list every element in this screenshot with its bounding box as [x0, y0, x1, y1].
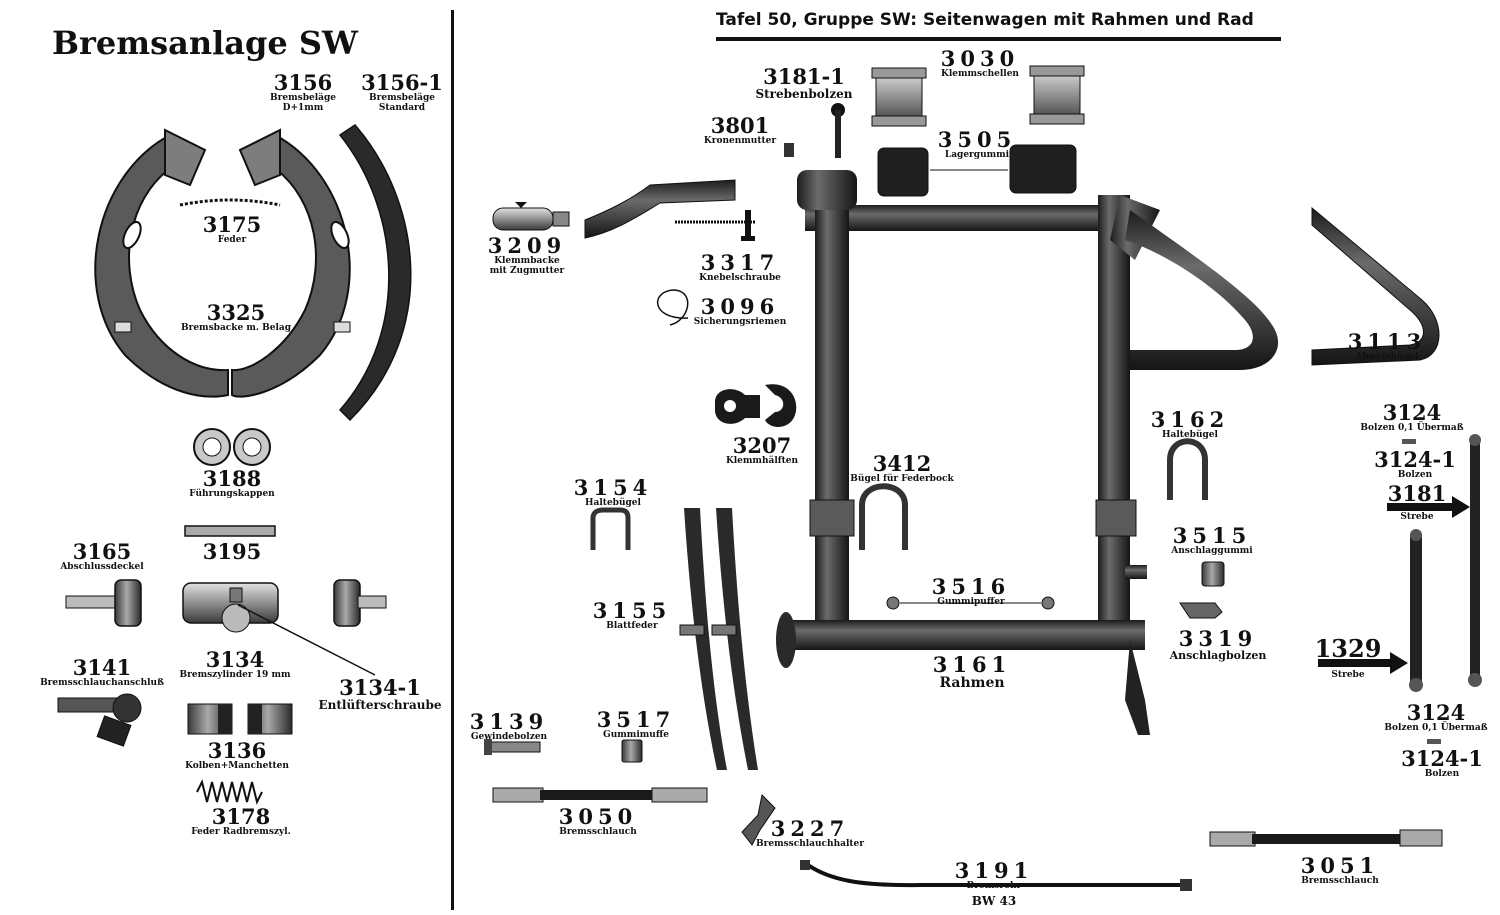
label-3136: 3136 Kolben+Manchetten — [185, 738, 289, 771]
clamp-shells — [871, 65, 1085, 127]
label-3124-1-a: 3124-1 Bolzen — [1374, 447, 1456, 480]
label-3516: 3516 Gummipuffer — [931, 574, 1011, 607]
wheel-cylinder — [182, 582, 279, 633]
left-title: Bremsanlage SW — [52, 24, 358, 62]
label-3207: 3207 Klemmhälften — [725, 433, 799, 466]
label-3317: 3317 Knebelschraube — [699, 250, 781, 283]
label-3181: 3181 Strebe — [1387, 481, 1447, 522]
label-3124-1-b: 3124-1 Bolzen — [1401, 746, 1483, 779]
label-3505: 3505 Lagergummi — [937, 127, 1017, 160]
pipe-end-left — [800, 860, 810, 870]
label-3113: 3113 Abweisbügel — [1347, 329, 1427, 362]
section-divider — [451, 10, 454, 910]
rubber-buffers — [886, 596, 1055, 610]
deflector-hoop — [1311, 206, 1440, 366]
bolt-small-b — [1427, 739, 1441, 744]
label-3161: 3161 Rahmen — [932, 652, 1012, 691]
leader-3134-1 — [237, 604, 376, 676]
label-3195: 3195 — [202, 539, 262, 564]
right-title: Tafel 50, Gruppe SW: Seitenwagen mit Rah… — [716, 10, 1254, 30]
leaf-springs — [679, 508, 758, 770]
title-rule — [716, 37, 1281, 41]
end-cap-right — [333, 579, 387, 627]
label-3134-1: 3134-1 Entlüfterschraube — [318, 675, 442, 712]
brake-hose-3051 — [1209, 829, 1443, 847]
label-3325: 3325 Bremsbacke m. Belag — [180, 300, 292, 333]
brake-lining — [338, 124, 412, 422]
label-3156: 3156 Bremsbeläge D+1mm — [270, 70, 336, 113]
label-3124-a: 3124 Bolzen 0,1 Übermaß — [1360, 400, 1464, 433]
rubber-sleeve — [621, 739, 643, 763]
sidecar-frame — [776, 170, 1279, 735]
pistons — [187, 703, 293, 735]
arrow-1329 — [1318, 652, 1408, 674]
label-3156-1: 3156-1 Bremsbeläge Standard — [361, 70, 443, 113]
cylinder-spring — [196, 779, 263, 805]
label-3050: 3050 Bremsschlauch — [558, 804, 638, 837]
toggle-bolt — [675, 210, 755, 241]
strut-1329 — [1409, 529, 1423, 692]
stop-bolt — [1179, 602, 1223, 619]
label-3165: 3165 Abschlussdeckel — [60, 539, 144, 572]
strut-bolt — [831, 103, 845, 158]
arrow-3181 — [1387, 496, 1470, 518]
label-3227: 3227 Bremsschlauchhalter — [756, 816, 864, 849]
label-3515: 3515 Anschlaggummi — [1171, 523, 1253, 556]
label-1329: 1329 Strebe — [1314, 634, 1382, 680]
label-3155: 3155 Blattfeder — [592, 598, 672, 631]
bump-rubber — [1201, 561, 1225, 587]
label-3188: 3188 Führungskappen — [189, 466, 275, 499]
label-3096: 3096 Sicherungsriemen — [693, 294, 787, 327]
brake-pipe — [806, 863, 1185, 888]
label-3209: 3209 Klemmbacke mit Zugmutter — [487, 233, 567, 276]
label-3181-1: 3181-1 Strebenbolzen — [755, 64, 853, 101]
label-3517: 3517 Gummimuffe — [596, 707, 676, 740]
bent-tube — [584, 179, 736, 239]
label-3175: 3175 Feder — [202, 212, 262, 245]
hose-fitting — [57, 693, 142, 747]
spring-bracket — [859, 483, 908, 550]
holding-bracket — [1167, 438, 1208, 500]
bearing-rubbers — [877, 144, 1077, 197]
label-3191: 3191 Bremsrohr BW 43 — [954, 858, 1034, 908]
label-3134: 3134 Bremszylinder 19 mm — [179, 647, 291, 680]
clamp-jaw — [492, 202, 570, 231]
label-3124-b: 3124 Bolzen 0,1 Übermaß — [1384, 700, 1488, 733]
return-spring — [179, 198, 281, 207]
bolt-small-a — [1402, 439, 1416, 444]
safety-strap — [657, 289, 689, 326]
label-3141: 3141 Bremsschlauchanschluß — [40, 655, 164, 688]
label-3162: 3162 Haltebügel — [1150, 407, 1230, 440]
label-3412: 3412 Bügel für Federbock — [850, 451, 954, 484]
strut-3181 — [1468, 434, 1482, 687]
label-3139: 3139 Gewindebolzen — [469, 709, 549, 742]
leaf-bracket — [590, 507, 631, 550]
brake-hose-3050 — [492, 787, 708, 803]
brake-shoe-left — [94, 128, 229, 398]
bleeder-plate — [184, 525, 276, 537]
threaded-bolt — [484, 739, 541, 755]
guide-caps — [193, 428, 271, 466]
pipe-end-right — [1180, 879, 1192, 891]
label-3319: 3319 Anschlagbolzen — [1169, 626, 1267, 662]
crown-nut — [784, 143, 794, 157]
label-3051: 3051 Bremsschlauch — [1300, 853, 1380, 886]
end-cap-left — [65, 579, 142, 627]
hose-holder — [741, 793, 776, 846]
brake-shoe-right — [231, 128, 351, 398]
clamp-halves — [715, 384, 797, 427]
label-3801: 3801 Kronenmutter — [703, 113, 777, 146]
label-3178: 3178 Feder Radbremszyl. — [191, 804, 291, 837]
label-3154: 3154 Haltebügel — [573, 475, 653, 508]
label-3030: 3030 Klemmschellen — [940, 46, 1020, 79]
